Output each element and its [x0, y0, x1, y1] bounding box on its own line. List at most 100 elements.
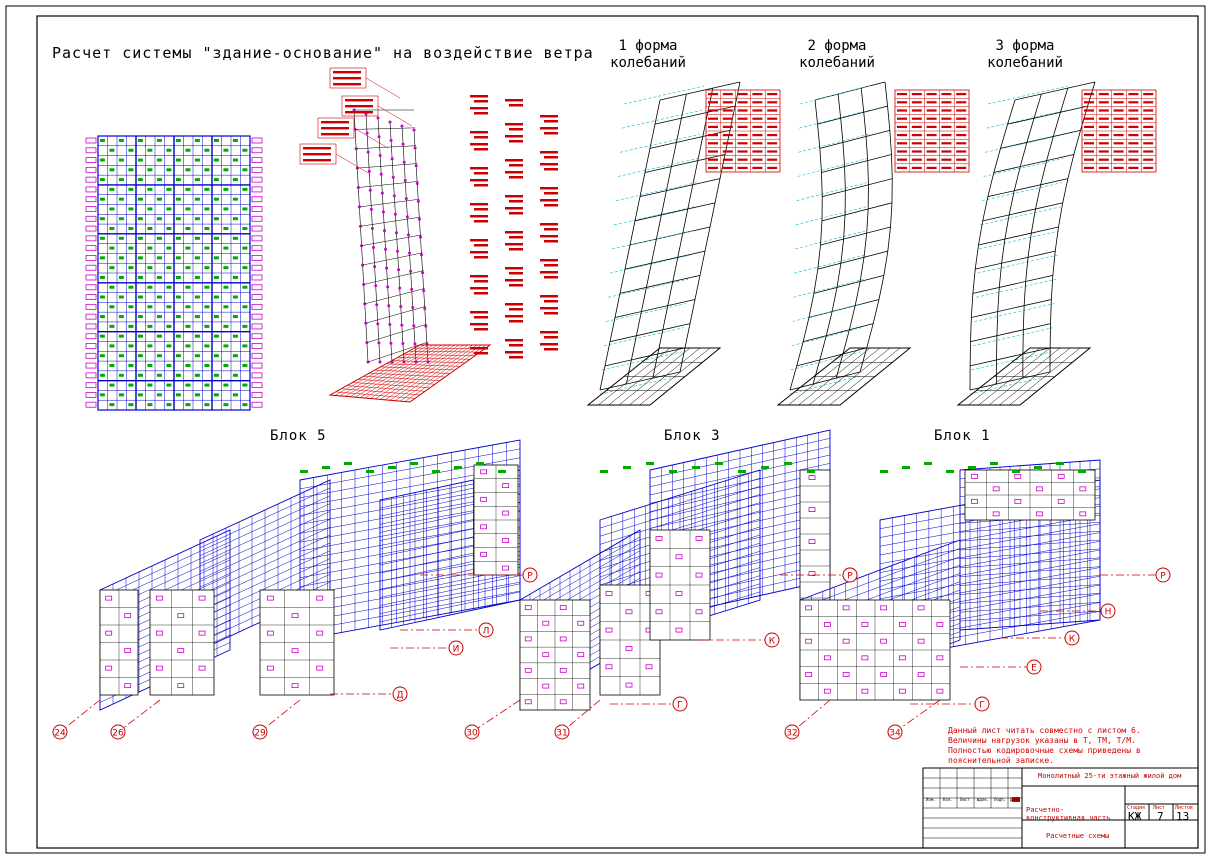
plan-side-tag-right — [251, 225, 263, 232]
load-value-label — [470, 95, 488, 98]
mode-floor-line — [1007, 105, 1088, 125]
load-value-label — [470, 107, 488, 110]
plan-node-label — [223, 344, 229, 348]
plan-node-label — [109, 266, 115, 270]
table-cell-value — [1128, 142, 1139, 145]
block-front-panel — [519, 599, 591, 711]
plan-node-label — [99, 373, 105, 377]
panel-tag — [625, 682, 633, 688]
table-cell-value — [1113, 150, 1124, 153]
axis-label: Р — [1160, 572, 1166, 582]
plan-node-label — [156, 295, 162, 299]
axis-bubble: Н — [1040, 603, 1116, 619]
note-line: Полностью кодировочные схемы приведены в — [948, 746, 1141, 755]
axis-label: 34 — [889, 729, 901, 739]
frame-node — [376, 116, 380, 120]
plan-node-label — [204, 344, 210, 348]
block-node-number — [388, 466, 396, 469]
plan-node-label — [128, 403, 134, 407]
panel-tag — [861, 688, 869, 694]
load-value-label — [474, 220, 488, 223]
axis-label: Д — [396, 691, 403, 701]
plan-node-label — [166, 168, 172, 172]
table-cell-value — [767, 142, 778, 145]
plan-node-label — [109, 403, 115, 407]
table-cell-value — [897, 101, 907, 104]
note-line: Данный лист читать совместно с листом 6. — [948, 726, 1141, 735]
plan-node-label — [99, 334, 105, 338]
plan-node-label — [109, 344, 115, 348]
axis-bubble: Л — [400, 622, 494, 638]
panel-tag — [155, 630, 163, 636]
wall-grid-h — [199, 503, 331, 564]
panel-tag — [502, 510, 510, 516]
wall-grid-h — [959, 539, 1101, 551]
panel-tag — [502, 538, 510, 543]
panel-tag — [291, 683, 299, 689]
inner-frame — [36, 15, 1199, 849]
wall-grid-h — [959, 575, 1101, 586]
block-front-panel — [964, 469, 1096, 521]
table-cell-value — [911, 158, 922, 161]
wall-grid-h — [199, 495, 331, 556]
frame-node — [386, 285, 390, 289]
plan-node-label — [147, 246, 153, 250]
panel-tag — [124, 613, 132, 619]
table-cell-value — [708, 93, 718, 96]
title-block-header: Кол. — [943, 797, 953, 802]
wall-grid-h — [959, 610, 1101, 622]
plan-side-tag-right — [251, 206, 263, 212]
axis-label: И — [453, 645, 460, 655]
block-front-panel — [473, 464, 519, 576]
table-cell-value — [956, 134, 967, 137]
plan-node-label — [194, 295, 200, 299]
table-cell-value — [737, 166, 748, 169]
table-cell-value — [752, 166, 763, 169]
frame-node — [401, 142, 405, 146]
plan-node-label — [232, 178, 238, 182]
plan-node-label — [232, 197, 238, 201]
load-value-label — [474, 172, 488, 175]
mode-reference-line — [605, 303, 687, 322]
load-value-label — [470, 131, 488, 134]
plan-node-label — [166, 383, 172, 387]
panel-tag — [1079, 486, 1087, 492]
plan-node-label — [118, 393, 124, 397]
block-node-number — [623, 466, 631, 469]
load-value-label — [474, 100, 488, 103]
table-cell-value — [911, 117, 922, 120]
plan-node-label — [213, 178, 219, 182]
panel-tag — [842, 605, 850, 611]
panel-tag — [291, 648, 299, 654]
table-cell-value — [956, 166, 967, 169]
axis-circle — [252, 724, 268, 740]
plan-side-tag-right — [251, 392, 263, 398]
mode-floor-line — [639, 178, 721, 198]
table-cell-value — [737, 93, 748, 96]
plan-node-label — [166, 207, 172, 211]
plan-node-label — [109, 227, 115, 231]
plan-node-label — [156, 236, 162, 240]
wind-load-frame — [299, 67, 492, 403]
frame-floor — [355, 127, 416, 130]
table-cell-value — [722, 134, 733, 137]
plan-node-label — [109, 285, 115, 289]
load-value-label — [470, 323, 488, 326]
plan-node-label — [232, 373, 238, 377]
table-cell-value — [1113, 109, 1124, 112]
plan-node-label — [213, 334, 219, 338]
panel-tag — [124, 683, 132, 689]
block-front-panel — [799, 599, 951, 701]
table-cell-value — [767, 125, 778, 128]
axis-bubbles: РЛИДРКГРРНКЕГ24262930313234 — [52, 567, 1171, 740]
building-blocks — [99, 429, 1101, 711]
plan-side-tag-left — [85, 274, 97, 281]
wall-grid-h — [599, 486, 761, 537]
table-cell-value — [1098, 134, 1109, 137]
mode-reference-line — [617, 158, 699, 177]
load-value-label — [509, 344, 523, 347]
plan-node-label — [166, 305, 172, 309]
plan-node-label — [109, 148, 115, 152]
load-value-label — [509, 248, 523, 251]
mode-floor-line — [969, 371, 1051, 391]
